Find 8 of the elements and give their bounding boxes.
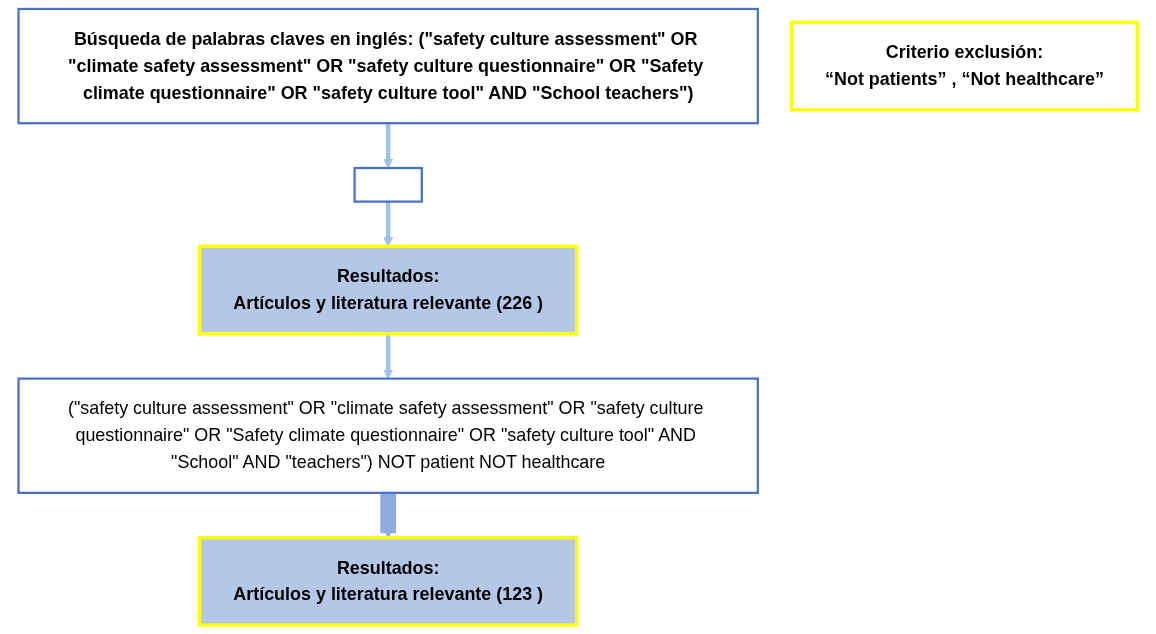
arrow (383, 201, 394, 247)
node-box: Criterio exclusión: “Not patients” , “Not healthcare” (789, 20, 1140, 112)
arrow (383, 123, 394, 169)
node-box (353, 166, 423, 203)
node-box: Búsqueda de palabras claves en inglés: ("safety culture assessment" OR "climate safety assessment" OR "safety culture questionnaire" OR "Safety climate questionnaire" OR "safety culture tool" AND "School teachers") (17, 7, 759, 125)
node-box: Resultados: Artículos y literatura relevante (226 ) (198, 244, 579, 336)
node-box: ("safety culture assessment" OR "climate safety assessment" OR "safety culture questionnaire" OR "Safety climate questionnaire" OR "safety culture tool" AND "School" AND "teachers") NOT patient NOT healthcare (17, 377, 759, 494)
node-box: Resultados: Artículos y literatura relevante (123 ) (198, 536, 579, 627)
